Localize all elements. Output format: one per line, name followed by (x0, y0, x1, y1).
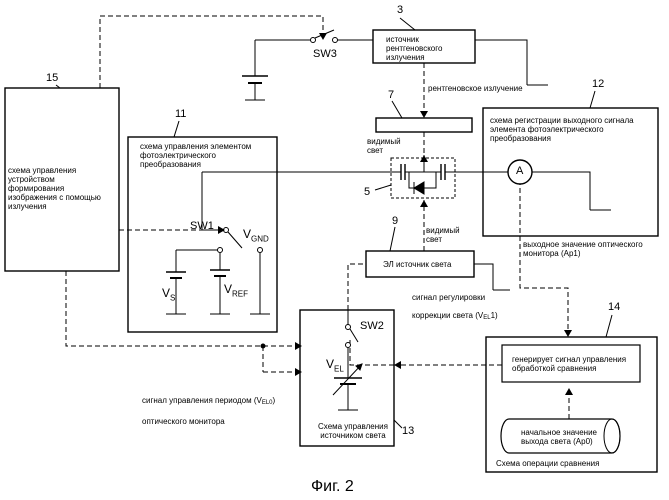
figure-caption: Фиг. 2 (311, 478, 354, 496)
v-gnd-v: V (243, 227, 251, 241)
light-correction-signal-label: сигнал регулировки коррекции света (VEL1… (412, 284, 498, 323)
ref-13: 13 (402, 425, 414, 437)
light-correction-end: 1) (491, 311, 498, 320)
light-correction-line2: коррекции света (V (412, 311, 483, 320)
imaging-control-label: схема управления устройством формировани… (8, 166, 101, 211)
period-signal-label: сигнал управления периодом (VEL0) оптиче… (142, 387, 275, 426)
initial-value-label: начальное значение выхода света (Ap0) (521, 428, 597, 446)
scintillator-plate (376, 118, 472, 132)
comparison-label: Схема операции сравнения (496, 459, 599, 468)
ammeter-label: A (516, 165, 523, 178)
sw2-label: SW2 (360, 320, 384, 333)
v-s-v: V (162, 286, 170, 300)
v-ref-sub: REF (232, 289, 248, 298)
visible-light-label-1: видимый свет (367, 137, 401, 155)
ref-15: 15 (46, 72, 58, 84)
v-ref-v: V (224, 282, 232, 296)
ref-7: 7 (388, 89, 394, 101)
period-signal-line1: сигнал управления периодом (V (142, 396, 262, 405)
ref-9: 9 (392, 215, 398, 227)
v-gnd-label: VGND (243, 228, 269, 245)
ref-5: 5 (364, 186, 370, 198)
monitor-output-label: выходное значение оптического монитора (… (523, 240, 643, 258)
v-ref-label: VREF (224, 283, 248, 300)
xray-source-label: источник рентгеновского излучения (386, 35, 442, 62)
v-el-sub: EL (334, 364, 344, 373)
v-s-sub: S (170, 293, 175, 302)
v-s-label: VS (162, 287, 175, 304)
ref-12: 12 (592, 78, 604, 90)
light-control-label: Схема управления источником света (318, 422, 388, 440)
compare-gen-label: генерирует сигнал управления обработкой … (512, 355, 626, 373)
period-signal-line2: оптического монитора (142, 417, 225, 426)
sw1-label: SW1 (190, 220, 214, 233)
light-correction-sub: EL (483, 315, 490, 321)
ref-3: 3 (397, 4, 403, 16)
visible-light-label-2: видимый свет (426, 226, 460, 244)
pe-control-label: схема управления элементом фотоэлектриче… (140, 142, 251, 169)
v-el-v: V (326, 357, 334, 371)
registration-label: схема регистрации выходного сигнала элем… (490, 116, 634, 143)
ref-14: 14 (608, 301, 620, 313)
sw3-label: SW3 (313, 48, 337, 61)
v-el-label: VEL (326, 358, 344, 375)
ref-11: 11 (175, 108, 186, 120)
v-gnd-sub: GND (251, 234, 269, 243)
period-signal-sub: EL0 (262, 400, 273, 406)
el-source-label: ЭЛ источник света (383, 260, 451, 269)
period-signal-end: ) (273, 396, 276, 405)
light-correction-line1: сигнал регулировки (412, 293, 485, 302)
xray-emission-label: рентгеновское излучение (428, 84, 523, 93)
